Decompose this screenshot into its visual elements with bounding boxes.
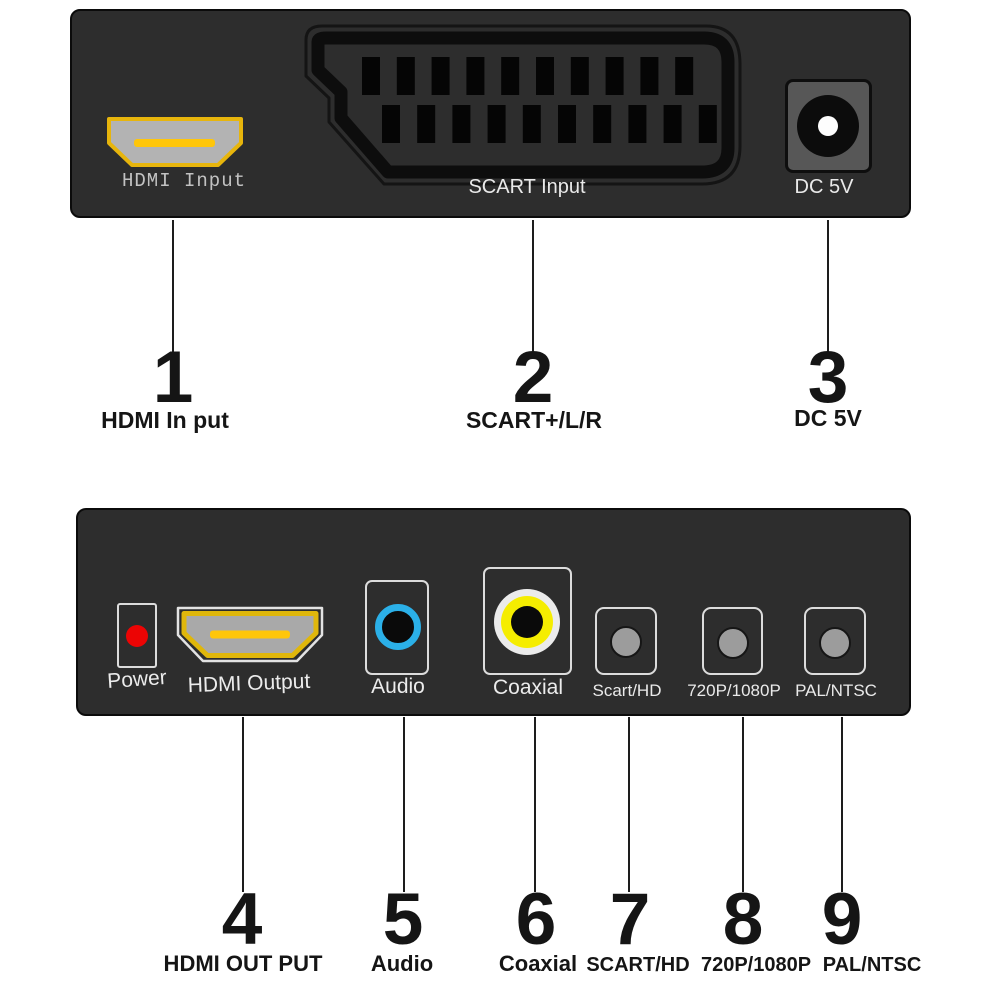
callout-number-1: 1: [152, 337, 194, 418]
power-led: [126, 625, 148, 647]
hdmi-output-port-label: HDMI Output: [187, 669, 311, 698]
callout-label-1: HDMI In put: [101, 407, 229, 433]
callout-label-5: Audio: [370, 951, 434, 976]
callout-line-4: [242, 717, 244, 892]
audio-jack-frame: [365, 580, 429, 675]
pal-ntsc-button-frame: [804, 607, 866, 675]
hdmi-output-port: [176, 606, 324, 663]
resolution-button-label: 720P/1080P: [687, 681, 781, 700]
callout-line-3: [827, 220, 829, 352]
coaxial-jack-frame: [483, 567, 572, 675]
callout-number-5: 5: [382, 879, 424, 960]
audio-jack-label: Audio: [371, 675, 425, 698]
callout-number-8: 8: [722, 879, 764, 960]
scart-hd-button-label: Scart/HD: [592, 681, 662, 700]
resolution-button-frame: [702, 607, 763, 675]
callout-line-2: [532, 220, 534, 352]
power-label: Power: [106, 665, 168, 694]
dc-jack-label: DC 5V: [794, 176, 854, 198]
callout-number-3: 3: [807, 337, 849, 418]
callout-label-6: Coaxial: [498, 951, 578, 976]
callout-number-7: 7: [609, 879, 651, 960]
callout-number-2: 2: [512, 337, 554, 418]
coaxial-jack-label: Coaxial: [492, 676, 564, 699]
callout-number-9: 9: [821, 879, 863, 960]
resolution-button: [717, 627, 749, 659]
coaxial-jack-hole: [511, 606, 543, 638]
hdmi-input-port: [107, 117, 243, 167]
callout-label-2: SCART+/L/R: [465, 407, 603, 433]
hdmi-input-port-label: HDMI Input: [121, 170, 247, 192]
audio-jack: [375, 604, 421, 650]
callout-label-7: SCART/HD: [586, 954, 690, 976]
callout-line-9: [841, 717, 843, 892]
pal-ntsc-button: [819, 627, 851, 659]
pal-ntsc-button-label: PAL/NTSC: [795, 681, 877, 700]
callout-number-6: 6: [515, 879, 557, 960]
dc-jack-pin: [818, 116, 838, 136]
callout-line-1: [172, 220, 174, 352]
callout-label-3: DC 5V: [794, 405, 862, 431]
scart-hd-button-frame: [595, 607, 657, 675]
callout-label-9: PAL/NTSC: [822, 954, 922, 976]
scart-input-port-label: SCART Input: [468, 176, 586, 198]
dc-power-jack: [785, 79, 872, 173]
scart-pins: [362, 57, 717, 143]
callout-label-8: 720P/1080P: [700, 954, 812, 976]
callout-line-5: [403, 717, 405, 892]
callout-label-4: HDMI OUT PUT: [163, 951, 323, 976]
callout-line-7: [628, 717, 630, 892]
dc-jack-hole: [797, 95, 859, 157]
callout-number-4: 4: [221, 879, 263, 960]
callout-line-8: [742, 717, 744, 892]
power-led-frame: [117, 603, 157, 668]
callout-line-6: [534, 717, 536, 892]
scart-input-connector: [304, 24, 742, 186]
scart-hd-button: [610, 626, 642, 658]
